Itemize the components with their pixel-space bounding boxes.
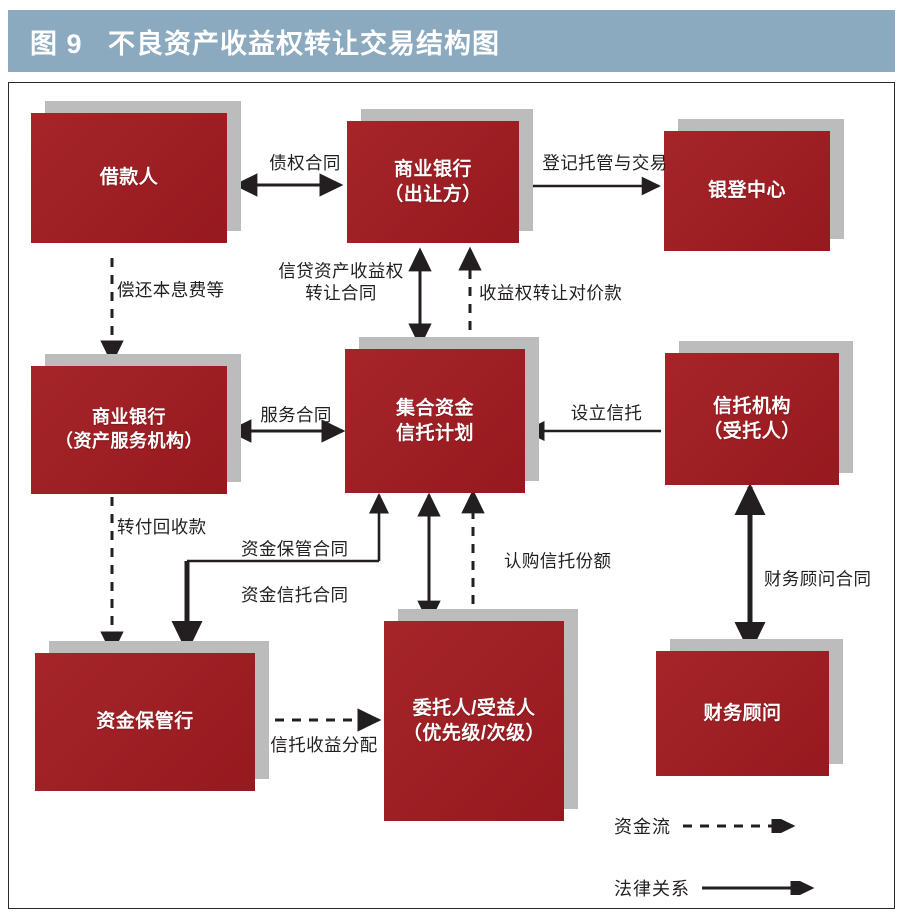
node-face: 资金保管行 xyxy=(35,653,255,791)
legend-label-legal-relation: 法律关系 xyxy=(614,879,690,899)
node-bank-registry[interactable]: 银登中心 xyxy=(664,119,844,251)
node-face: 商业银行 （出让方） xyxy=(347,121,519,243)
edge-label-service-contract: 服务合同 xyxy=(260,405,332,425)
node-trust-institution[interactable]: 信托机构 （受托人） xyxy=(665,341,853,485)
legend-row-fund-flow: 资金流 xyxy=(614,811,826,841)
figure-title-bar: 图 9 不良资产收益权转让交易结构图 xyxy=(8,10,895,72)
edge-label-financial-advisory-contract: 财务顾问合同 xyxy=(764,569,872,589)
node-label: 信托机构 （受托人） xyxy=(703,395,801,442)
node-label: 资金保管行 xyxy=(96,711,194,733)
node-face: 财务顾问 xyxy=(656,651,829,776)
legend: 资金流 法律关系 xyxy=(614,811,826,903)
edge-label-fund-trust-contract: 资金信托合同 xyxy=(241,585,349,605)
node-label: 银登中心 xyxy=(707,180,786,202)
edge-label-repay-principal-interest: 偿还本息费等 xyxy=(117,280,225,300)
node-face: 借款人 xyxy=(31,113,227,243)
edge-label-credit-contract: 债权合同 xyxy=(269,153,341,173)
edge-label-fund-custody-contract: 资金保管合同 xyxy=(241,539,349,559)
edge-label-trust-establishment: 设立信托 xyxy=(570,403,643,423)
node-label: 财务顾问 xyxy=(703,702,782,724)
legend-label-fund-flow: 资金流 xyxy=(614,817,671,837)
page-title: 图 9 不良资产收益权转让交易结构图 xyxy=(30,28,501,59)
node-label: 商业银行 （资产服务机构） xyxy=(55,407,203,451)
legend-solid-arrow-icon xyxy=(702,881,815,895)
node-custodian-bank[interactable]: 资金保管行 xyxy=(35,641,269,791)
diagram-canvas: 借款人 商业银行 （出让方） 银登中心 商业银行 （资产服务机构） 集合资金 信 xyxy=(8,82,895,909)
node-bank-servicer[interactable]: 商业银行 （资产服务机构） xyxy=(31,354,241,494)
node-face: 委托人/受益人 （优先级/次级） xyxy=(384,621,564,821)
node-face: 信托机构 （受托人） xyxy=(665,353,839,485)
node-label: 借款人 xyxy=(99,167,159,189)
node-label: 委托人/受益人 （优先级/次级） xyxy=(402,697,546,744)
edge-label-subscribe-trust-units: 认购信托份额 xyxy=(504,551,612,571)
node-borrower[interactable]: 借款人 xyxy=(31,101,241,243)
node-face: 银登中心 xyxy=(664,131,830,251)
edge-label-registration-custody: 登记托管与交易 xyxy=(542,153,668,173)
node-settlor-beneficiary[interactable]: 委托人/受益人 （优先级/次级） xyxy=(384,609,578,821)
node-face: 商业银行 （资产服务机构） xyxy=(31,366,227,494)
node-financial-advisor[interactable]: 财务顾问 xyxy=(656,639,843,776)
node-face: 集合资金 信托计划 xyxy=(345,349,525,493)
edge-label-transfer-recovered-funds: 转付回收款 xyxy=(117,517,207,537)
legend-dashed-arrow-icon xyxy=(683,819,796,833)
node-trust-plan[interactable]: 集合资金 信托计划 xyxy=(345,337,539,493)
node-label: 商业银行 （出让方） xyxy=(384,158,482,205)
edge-label-transfer-consideration: 收益权转让对价款 xyxy=(479,283,623,303)
edge-label-income-transfer-contract: 信贷资产收益权 转让合同 xyxy=(278,261,404,303)
node-bank-transferor[interactable]: 商业银行 （出让方） xyxy=(347,109,533,243)
edge-label-trust-income-distribution: 信托收益分配 xyxy=(270,735,378,755)
legend-row-legal-relation: 法律关系 xyxy=(614,873,826,903)
node-label: 集合资金 信托计划 xyxy=(395,397,474,444)
